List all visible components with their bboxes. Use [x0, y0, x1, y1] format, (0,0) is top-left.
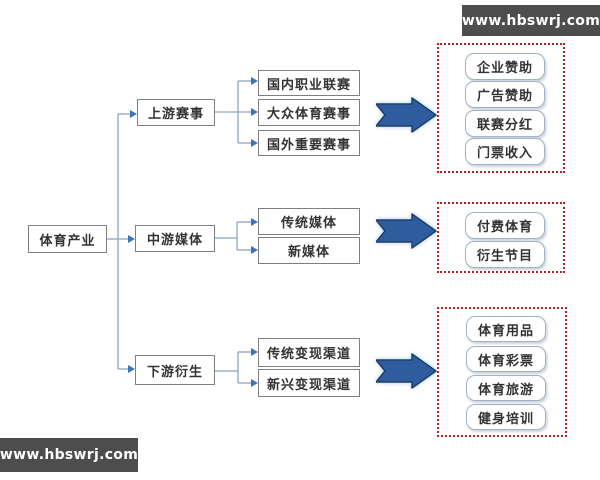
node-upstream-events: 上游赛事: [137, 99, 215, 126]
right-arrow-icon: [376, 213, 437, 249]
group-upstream-revenue: [437, 43, 565, 173]
node-sports-industry: 体育产业: [28, 225, 107, 253]
node-domestic-pro-league: 国内职业联赛: [258, 70, 360, 96]
item-sports-tourism: 体育旅游: [466, 375, 546, 401]
item-sports-lottery: 体育彩票: [466, 346, 546, 372]
node-traditional-monetization: 传统变现渠道: [258, 338, 360, 367]
node-downstream-derivatives: 下游衍生: [135, 355, 215, 385]
node-traditional-media: 传统媒体: [258, 208, 360, 235]
item-fitness-training: 健身培训: [466, 404, 546, 430]
group-media-revenue: [437, 202, 565, 273]
node-midstream-media: 中游媒体: [135, 225, 215, 252]
item-ticket-revenue: 门票收入: [465, 138, 545, 165]
item-league-dividend: 联赛分红: [465, 110, 545, 137]
right-arrow-shape: [376, 353, 437, 389]
item-ad-sponsorship: 广告赞助: [465, 81, 545, 108]
right-arrow-icon: [376, 97, 437, 133]
group-derivative-sectors: [437, 307, 567, 437]
node-new-monetization: 新兴变现渠道: [258, 369, 360, 397]
right-arrow-shape: [376, 213, 437, 249]
node-mass-sports-events: 大众体育赛事: [258, 99, 360, 126]
watermark-top-right: www.hbswrj.com: [462, 5, 600, 36]
watermark-bottom-left: www.hbswrj.com: [0, 438, 138, 472]
node-new-media: 新媒体: [258, 237, 360, 264]
right-arrow-icon: [376, 353, 437, 389]
item-paid-sports: 付费体育: [465, 212, 545, 239]
item-corporate-sponsorship: 企业赞助: [465, 53, 545, 80]
node-foreign-major-events: 国外重要赛事: [258, 130, 360, 156]
item-derivative-programs: 衍生节目: [465, 241, 545, 268]
item-sporting-goods: 体育用品: [466, 316, 546, 342]
right-arrow-shape: [376, 97, 437, 133]
